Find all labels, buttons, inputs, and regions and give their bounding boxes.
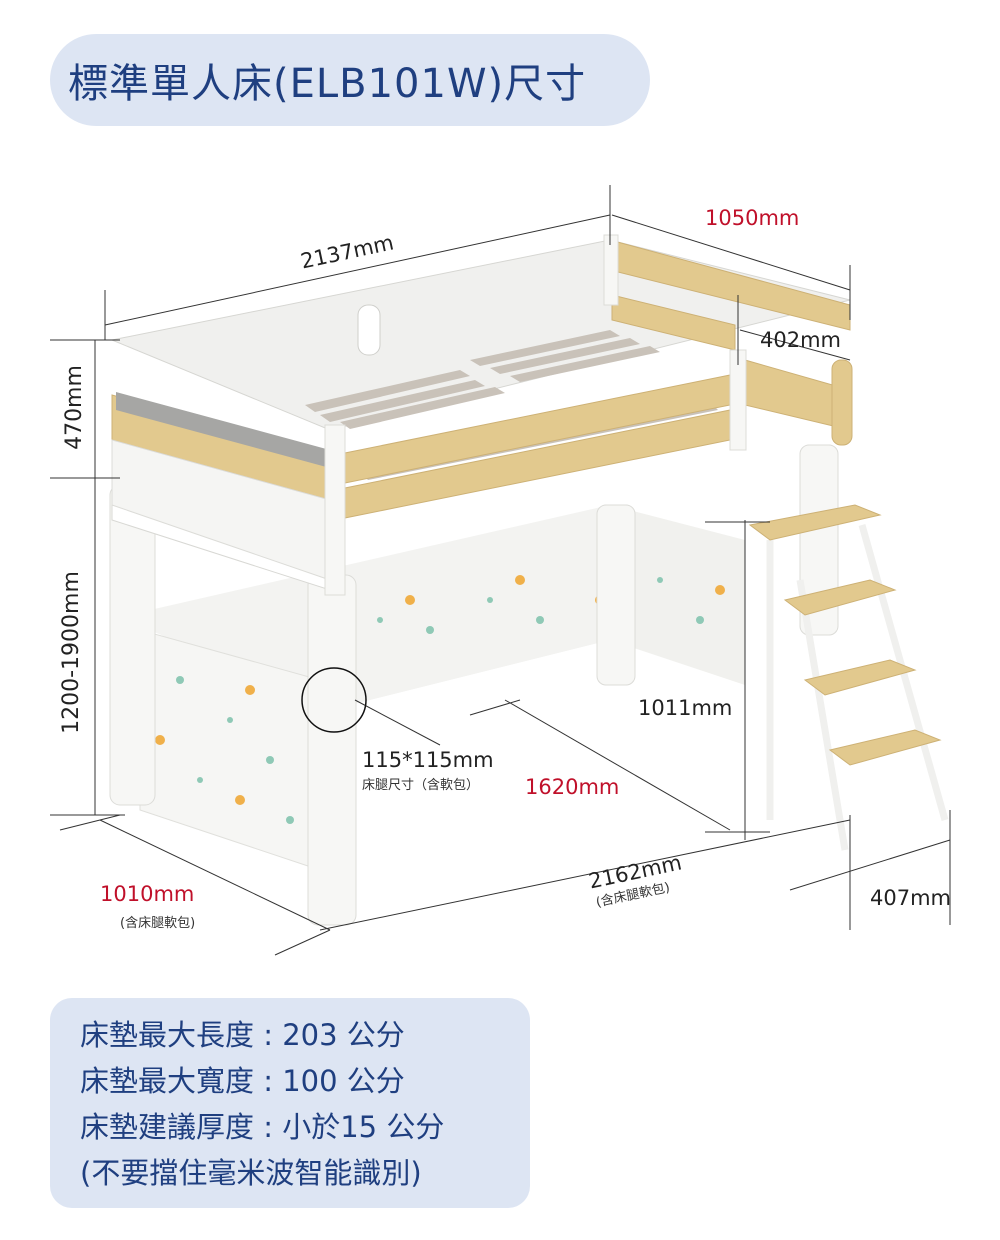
title-banner: 標準單人床(ELB101W)尺寸 [50, 34, 650, 126]
leg-detail-circle [301, 667, 367, 733]
page-title: 標準單人床(ELB101W)尺寸 [68, 61, 587, 107]
mattress-edge [116, 392, 330, 468]
sensor-device [357, 304, 381, 356]
leg-front-right [307, 574, 357, 926]
leg-front-left [109, 484, 156, 806]
dim-width-top: 1050mm [705, 206, 800, 230]
dimension-lines [50, 185, 951, 956]
dim-under-height: 1011mm [638, 696, 733, 720]
ladder-step-1 [748, 504, 882, 541]
back-panel [150, 505, 745, 710]
grab-handle [831, 359, 853, 446]
dim-frame-height: 1200-1900mm [58, 571, 84, 734]
post-front-right [324, 424, 346, 596]
loft-bed-illustration [50, 185, 951, 956]
dim-ladder-width: 402mm [760, 328, 841, 352]
mattress-spec-box: 床墊最大長度 : 203 公分 床墊最大寬度 : 100 公分 床墊建議厚度 :… [50, 998, 530, 1208]
dim-bottom-width-note: (含床腿軟包) [120, 916, 196, 931]
ladder-step-3 [803, 659, 917, 696]
dim-under-depth: 1620mm [525, 775, 620, 799]
dim-leg-note: 床腿尺寸（含軟包） [362, 778, 480, 793]
dim-bottom-width: 1010mm [100, 882, 195, 906]
spec-note: (不要擋住毫米波智能識別) [80, 1156, 422, 1190]
spec-thickness: 床墊建議厚度 : 小於15 公分 [80, 1110, 445, 1144]
leg-back-right [596, 504, 636, 686]
dim-ladder-depth: 407mm [870, 886, 951, 910]
spec-max-width: 床墊最大寬度 : 100 公分 [80, 1064, 405, 1098]
spec-max-length: 床墊最大長度 : 203 公分 [80, 1018, 405, 1052]
dim-leg-size: 115*115mm [362, 748, 494, 772]
bed-dimension-figure: 2137mm 1050mm 402mm 470mm 1200-1900mm 10… [0, 160, 1000, 980]
ladder [748, 504, 949, 851]
post-head [603, 234, 619, 306]
leg-back-far [799, 444, 839, 636]
ladder-step-2 [783, 579, 897, 616]
dim-guard-height: 470mm [61, 365, 87, 450]
ladder-step-4 [828, 729, 942, 766]
